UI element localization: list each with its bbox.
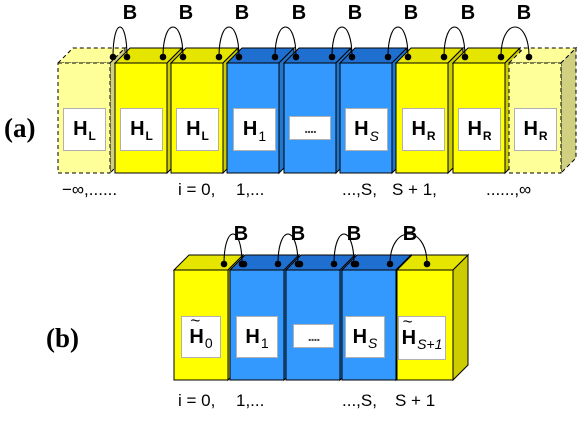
coupling-dot-b3-inner (296, 260, 304, 268)
block-b5-hamiltonian: HS+1 (398, 312, 446, 360)
index-b-one: 1,... (236, 391, 265, 410)
coupling-arc-b3 (333, 233, 355, 265)
coupling-arc-a2 (162, 26, 184, 58)
block-b3-ellipsis: .... (293, 324, 334, 348)
coupling-arc-b1 (223, 233, 243, 265)
coupling-arc-a3 (218, 26, 240, 58)
index-a-zero: i = 0, (178, 180, 216, 199)
prism-b5-side (452, 253, 469, 382)
coupling-label-b3: B (346, 223, 362, 245)
index-a-s-plus-one: S + 1, (392, 180, 437, 199)
coupling-label-a2: B (178, 2, 194, 24)
coupling-arc-a4 (274, 26, 297, 58)
coupling-arc-a5 (331, 26, 353, 58)
coupling-label-a8: B (516, 2, 532, 24)
coupling-label-a7: B (460, 2, 476, 24)
coupling-label-a1: B (122, 2, 138, 24)
index-a-infinity: ......,∞ (486, 180, 532, 199)
index-a-one: 1,... (236, 180, 265, 199)
coupling-dot-b4-inner (352, 260, 360, 268)
coupling-arc-a6 (387, 26, 409, 58)
coupling-arc-a7 (443, 26, 466, 58)
coupling-label-a3: B (234, 2, 250, 24)
coupling-arc-b2 (277, 233, 299, 265)
index-b-zero: i = 0, (178, 391, 216, 410)
coupling-arc-a8 (500, 26, 530, 58)
block-a5-ellipsis: .... (289, 116, 331, 140)
index-b-s-plus-one: S + 1 (395, 391, 436, 410)
coupling-arc-a1 (112, 26, 128, 58)
index-a-minus-infinity: −∞,...... (62, 180, 118, 199)
panel-b-label: (b) (46, 323, 79, 353)
index-b-s: ...,S, (342, 391, 377, 410)
coupling-arc-b4 (389, 233, 428, 265)
coupling-label-b4: B (402, 223, 418, 245)
coupling-label-b1: B (233, 223, 249, 245)
prism-a9-side (560, 46, 577, 175)
coupling-label-b2: B (290, 223, 306, 245)
index-a-s: ...,S, (342, 180, 377, 199)
coupling-label-a6: B (403, 2, 419, 24)
coupling-label-a4: B (291, 2, 307, 24)
coupling-label-a5: B (347, 2, 363, 24)
coupling-dot-b2-inner (240, 260, 248, 268)
panel-a-label: (a) (4, 113, 36, 143)
block-b1-hamiltonian: H0 (181, 311, 221, 358)
